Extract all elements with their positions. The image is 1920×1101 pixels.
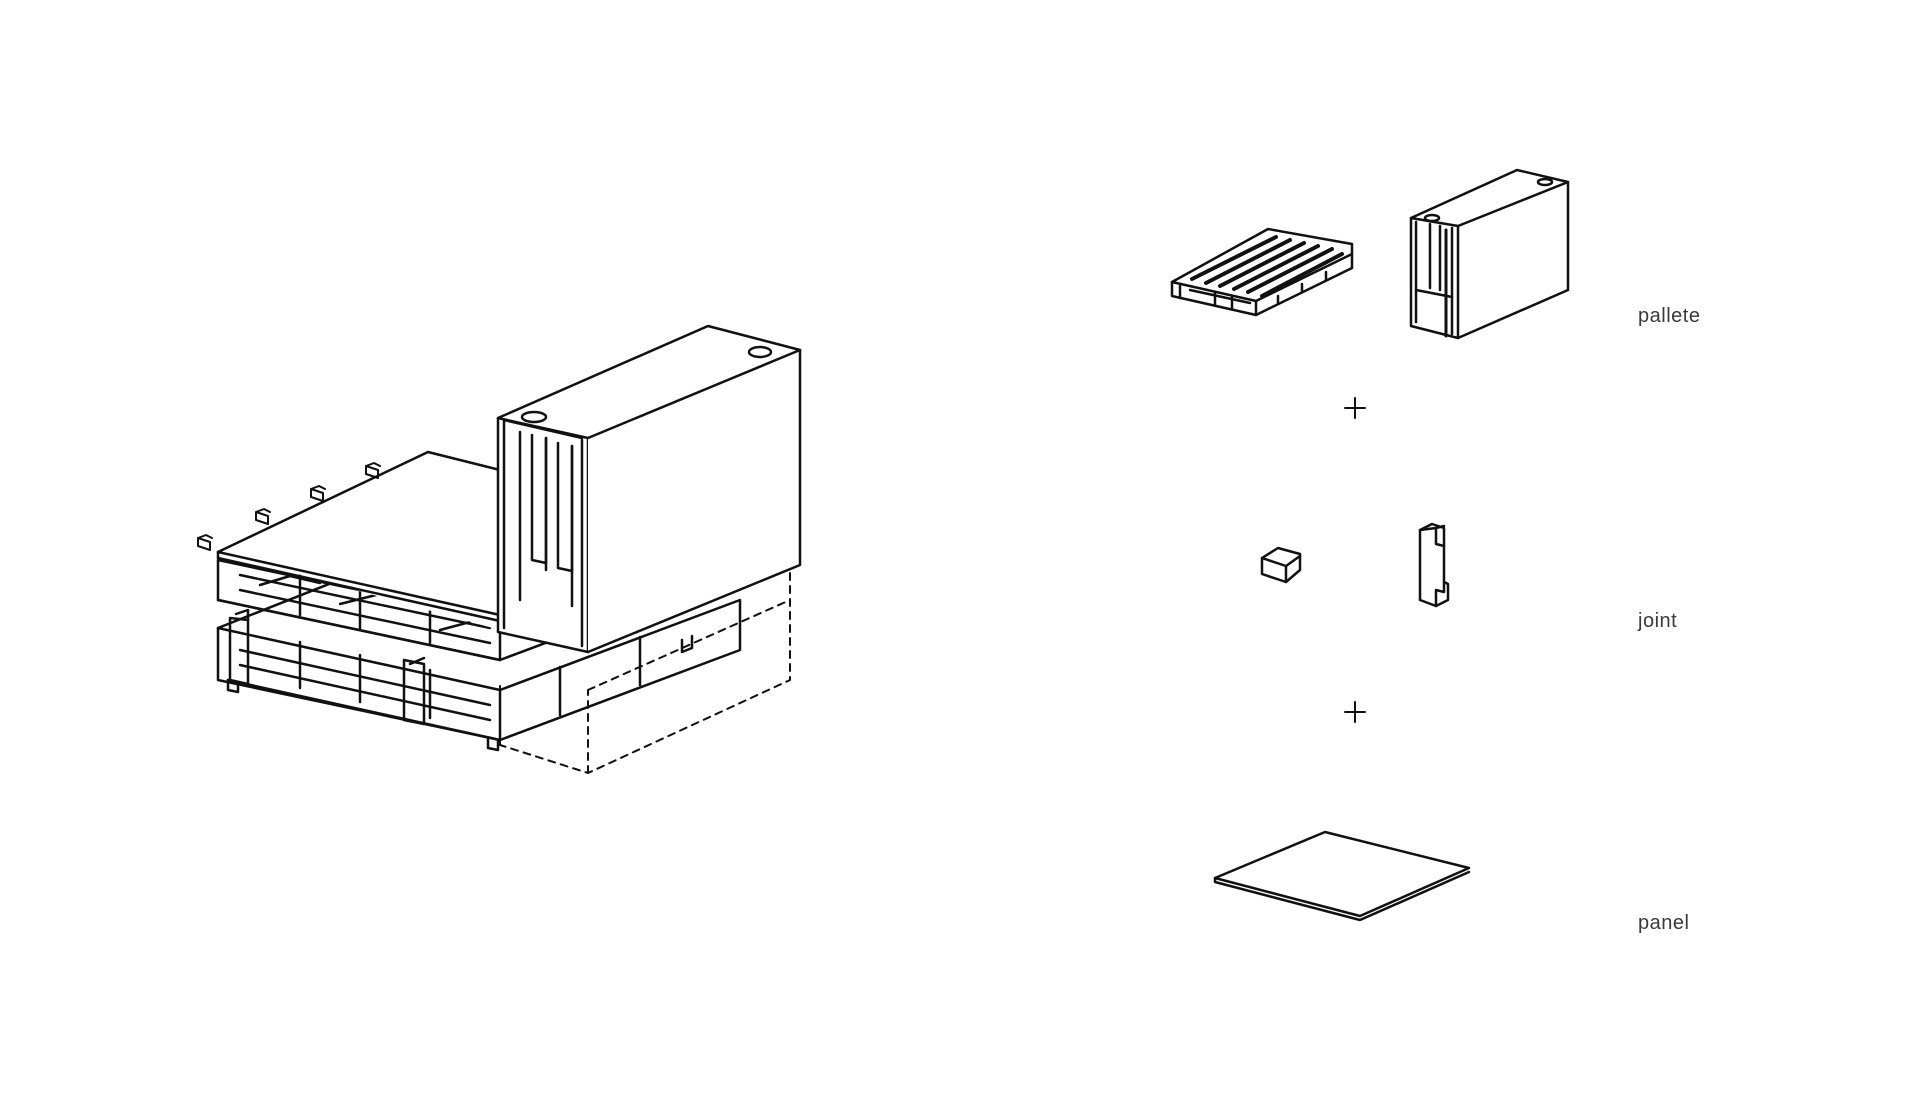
lower-pallet-layer xyxy=(216,538,742,752)
label-joint: joint xyxy=(1638,610,1678,632)
top-panel xyxy=(216,450,502,630)
c-joint-component xyxy=(1418,522,1450,608)
label-panel: panel xyxy=(1638,912,1690,934)
box-component xyxy=(1409,168,1570,340)
upright-box xyxy=(496,324,802,654)
pallet-component xyxy=(1170,227,1354,317)
plus-sign-2 xyxy=(1344,701,1366,723)
cube-joint-component xyxy=(1260,546,1302,584)
panel-component xyxy=(1213,830,1471,922)
plus-sign-1 xyxy=(1344,397,1366,419)
assembled-module xyxy=(197,324,802,774)
label-pallete: pallete xyxy=(1638,305,1701,327)
